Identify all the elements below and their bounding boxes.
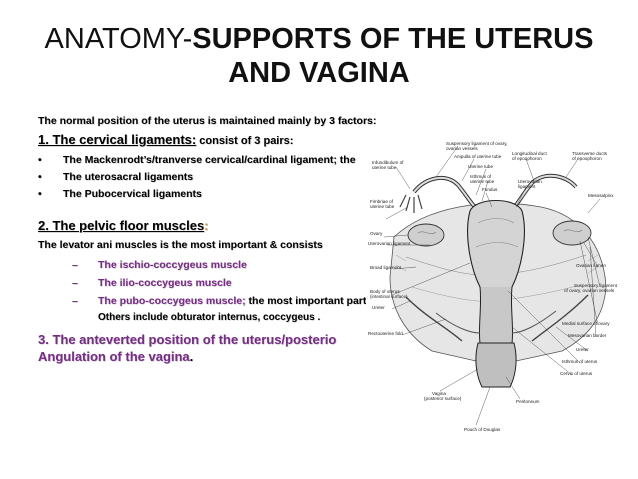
- section1-heading-line: 1. The cervical ligaments: consist of 3 …: [38, 132, 293, 147]
- dash-text-purple: The pubo-coccygeus muscle;: [98, 295, 246, 307]
- label-body2: (intestinal surface): [370, 294, 408, 299]
- section1-bullet-3: • The Pubocervical ligaments: [38, 188, 202, 200]
- label-transverse: Transverse ducts: [572, 151, 608, 156]
- label-uterovarian2: ligament: [518, 184, 536, 189]
- label-suspensory-top: Suspensory ligament of ovary,: [446, 141, 507, 146]
- section2-dash-3: – The pubo-coccygeus muscle; the most imp…: [72, 295, 366, 307]
- label-fundus: Fundus: [482, 187, 498, 192]
- label-peritoneum: Peritoneum: [516, 399, 540, 404]
- section1-bullet-1: • The Mackenrodt’s/tranverse cervical/car…: [38, 154, 356, 166]
- label-suspensory-r2: of ovary, ovarian vessels: [564, 288, 615, 293]
- label-isthmus-u: Isthmus of uterus: [562, 359, 598, 364]
- bullet-text: The Pubocervical ligaments: [63, 188, 202, 200]
- bullet-text: The uterosacral ligaments: [63, 171, 194, 183]
- label-suspensory-top2: ovarian vessels: [446, 146, 478, 151]
- section3-line1: 3. The anteverted position of the uterus…: [38, 332, 337, 347]
- label-cervix: Cervix of uterus: [560, 371, 593, 376]
- bullet-dot: •: [38, 188, 42, 200]
- section2-others: Others include obturator internus, coccy…: [98, 312, 321, 323]
- title-prefix: ANATOMY-: [44, 23, 193, 55]
- label-fimbriae2: uterine tube: [370, 204, 395, 209]
- section3-line2-end: .: [189, 349, 194, 364]
- label-vagina: Vagina: [432, 391, 446, 396]
- section2-dash-2: – The ilio-coccygeus muscle: [72, 277, 232, 289]
- dash-mark: –: [72, 259, 78, 271]
- uterus-anatomy-diagram: Suspensory ligament of ovary, ovarian ve…: [366, 137, 622, 467]
- label-longitudinal: Longitudinal duct: [512, 151, 547, 156]
- section2-dash-1: – The ischio-coccygeus muscle: [72, 259, 247, 271]
- section1-heading: 1. The cervical ligaments:: [38, 132, 197, 147]
- label-vagina2: (posterior surface): [424, 396, 462, 401]
- label-uterovarian: Uterovarian: [518, 179, 542, 184]
- label-ureter-r: Ureter: [576, 347, 589, 352]
- section2-colon: :: [204, 218, 209, 233]
- label-fimbriae: Fimbriae of: [370, 199, 394, 204]
- label-uterine-tube: Uterine tube: [468, 164, 493, 169]
- label-broad: Broad ligament: [370, 265, 402, 270]
- section3-line2-purple: Angulation of the vagina: [38, 349, 190, 364]
- dash-text-purple: The ilio-coccygeus muscle: [98, 277, 232, 289]
- uterus-anatomy-illustration: Suspensory ligament of ovary, ovarian ve…: [366, 137, 622, 467]
- label-infundibulum2: uterine tube: [372, 165, 397, 170]
- label-mesosalpinx: Mesosalpinx: [588, 193, 614, 198]
- label-suspensory-r: Suspensory ligament: [574, 283, 618, 288]
- dash-mark: –: [72, 277, 78, 289]
- label-infundibulum: Infundibulum of: [372, 160, 404, 165]
- bullet-dot: •: [38, 154, 42, 166]
- dash-text-black: the most important part: [245, 295, 367, 307]
- dash-text-purple: The ischio-coccygeus muscle: [98, 259, 247, 271]
- label-longitudinal2: of epoophoron: [512, 156, 542, 161]
- bullet-dot: •: [38, 171, 42, 183]
- intro-text: The normal position of the uterus is mai…: [38, 115, 377, 127]
- label-body: Body of uterus: [370, 289, 400, 294]
- section2-heading-line: 2. The pelvic floor muscles:: [38, 218, 209, 233]
- section3-line2: Angulation of the vagina.: [38, 349, 193, 364]
- label-ureter-l: Ureter: [372, 305, 385, 310]
- label-uterovarian-lig: Uterovarian ligament: [368, 241, 411, 246]
- label-transverse2: of epoophoron: [572, 156, 602, 161]
- title-bold-line1: SUPPORTS OF THE UTERUS: [192, 23, 594, 55]
- title-bold-line2: AND VAGINA: [228, 57, 410, 89]
- section2-subtext: The levator ani muscles is the most impo…: [38, 239, 323, 251]
- label-mesovarian: Mesovarian border: [568, 333, 607, 338]
- label-ovarian-lumen: Ovarian lumen: [576, 263, 606, 268]
- section1-bullet-2: • The uterosacral ligaments: [38, 171, 193, 183]
- label-isthmus: Isthmus of: [470, 174, 492, 179]
- bullet-text: The Mackenrodt’s/tranverse cervical/card…: [63, 154, 356, 166]
- section2-heading: 2. The pelvic floor muscles: [38, 218, 205, 233]
- label-isthmus2: uterine tube: [470, 179, 495, 184]
- dash-mark: –: [72, 295, 78, 307]
- label-pouch: Pouch of Douglas: [464, 427, 501, 432]
- label-rectouterine: Rectouterine fold: [368, 331, 403, 336]
- label-medial: Medial surface of ovary: [562, 321, 610, 326]
- label-ampulla: Ampulla of uterine tube: [454, 154, 502, 159]
- slide-title: ANATOMY-SUPPORTS OF THE UTERUS AND VAGIN…: [0, 22, 638, 90]
- label-ovary: Ovary: [370, 231, 383, 236]
- section1-suffix: consist of 3 pairs:: [196, 135, 294, 147]
